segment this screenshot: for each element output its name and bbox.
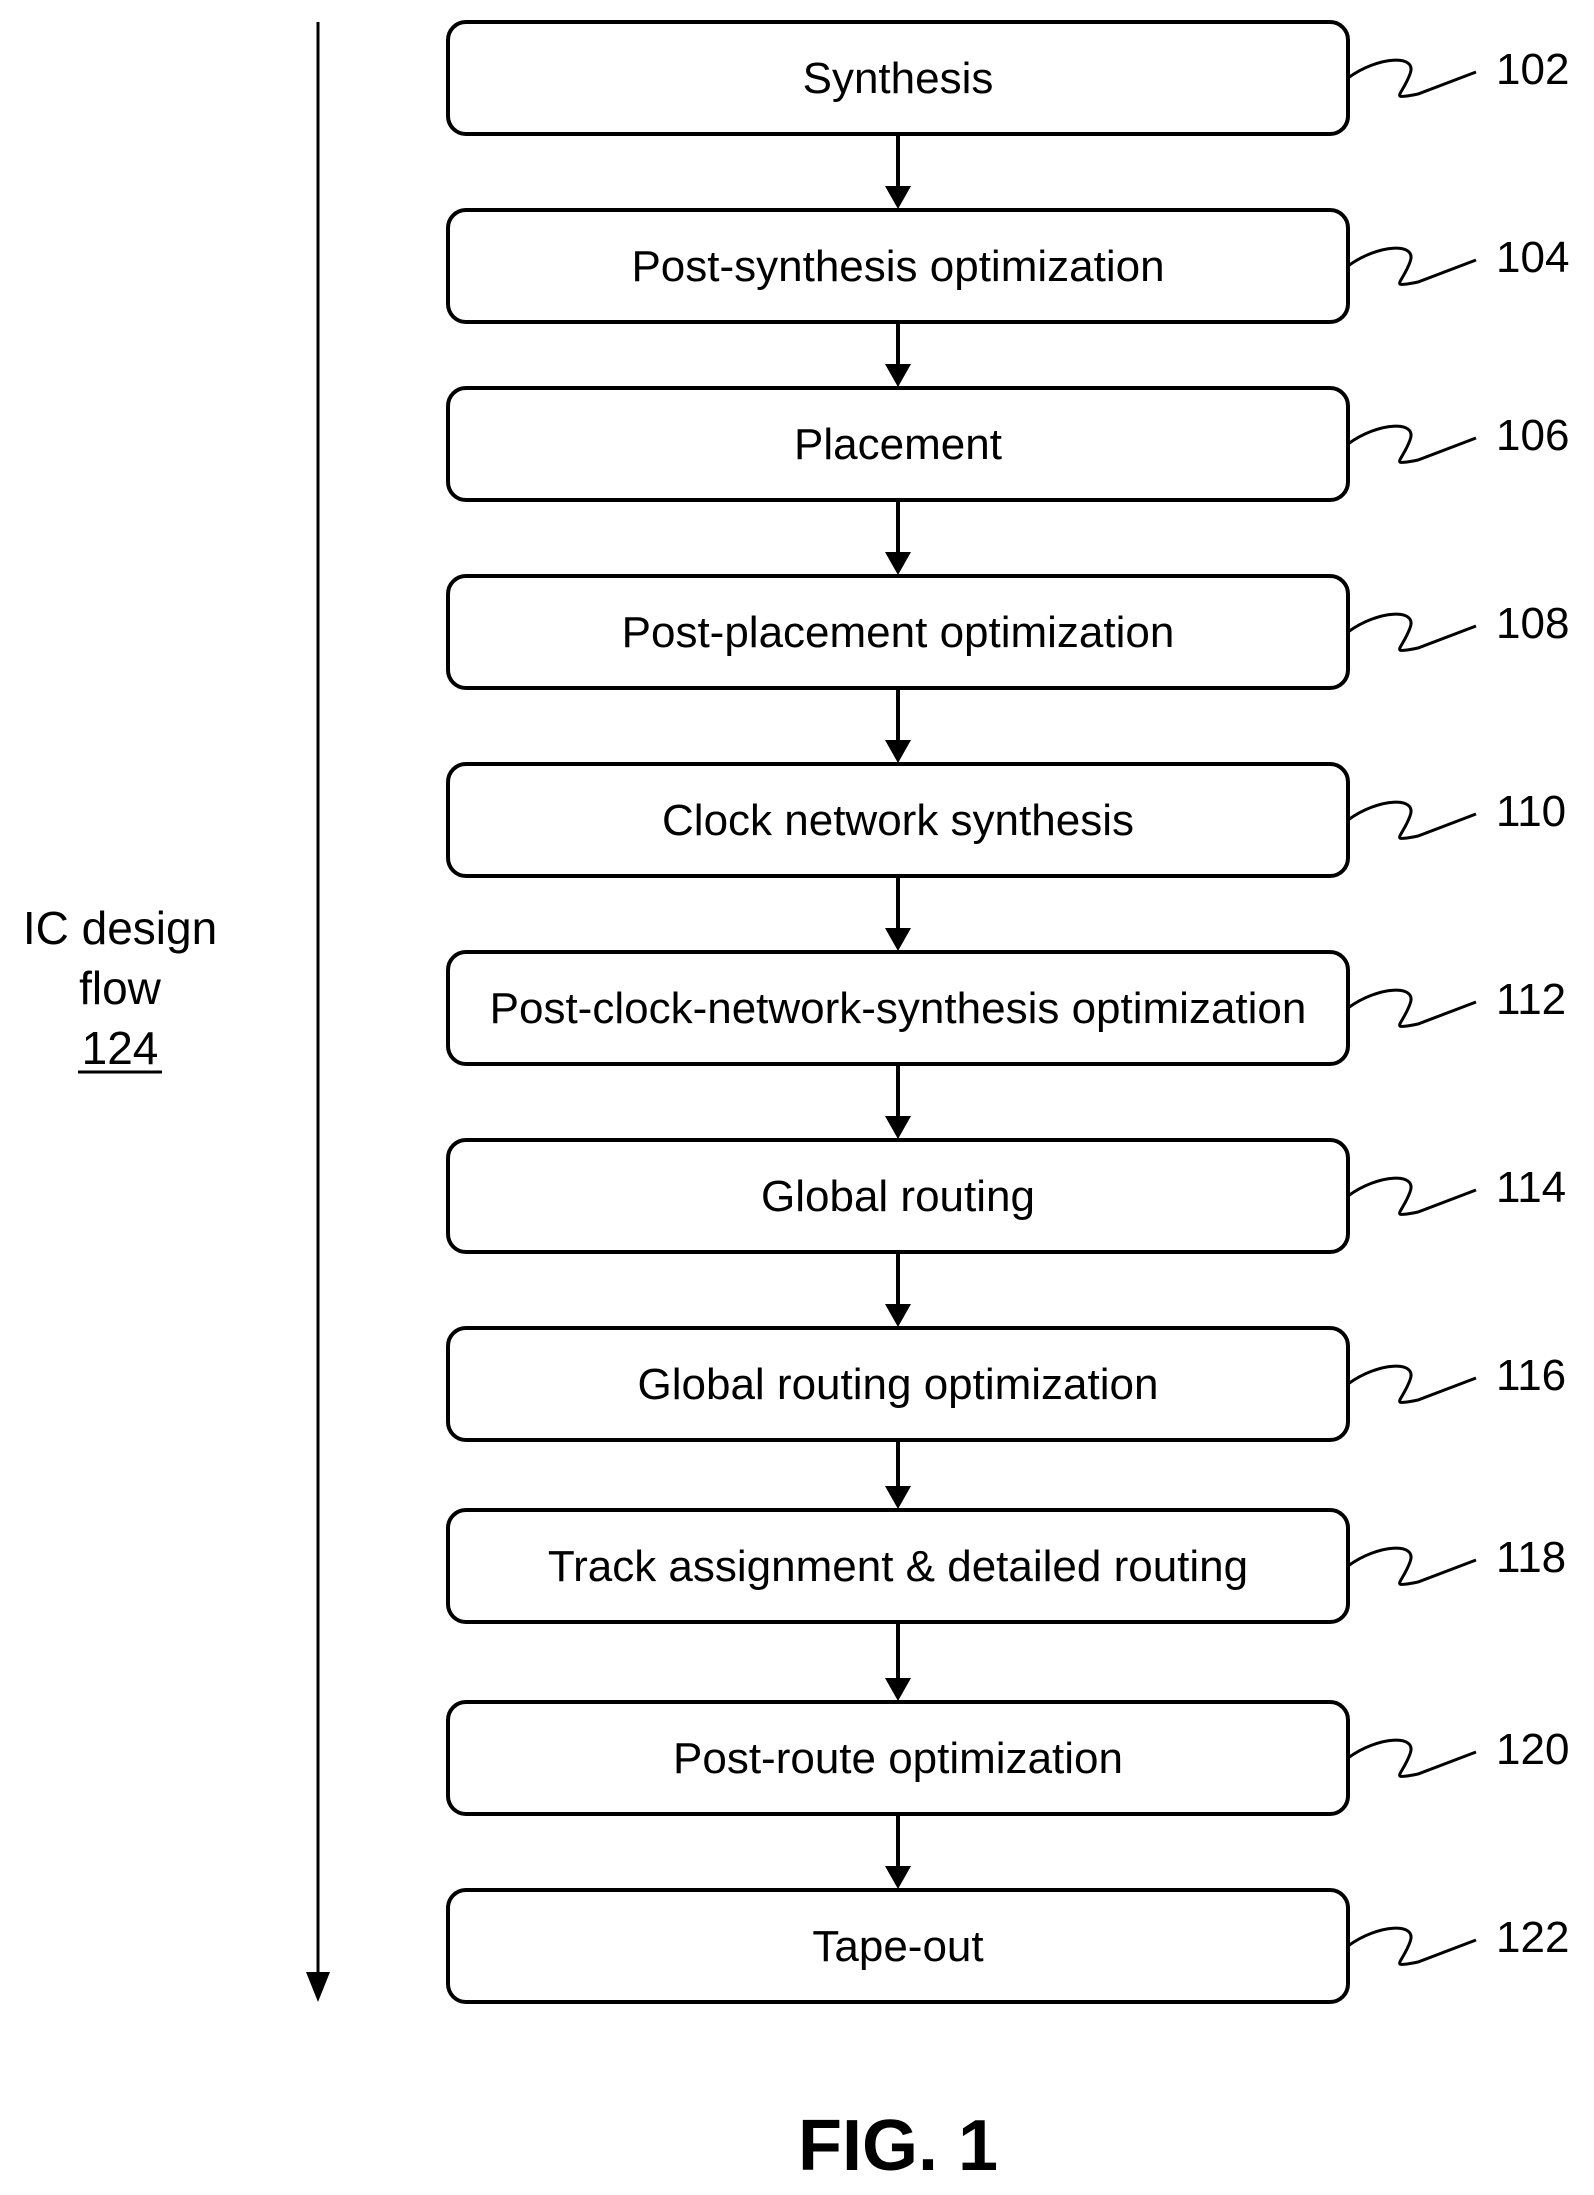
connector-arrowhead <box>885 1116 911 1139</box>
connector-arrowhead <box>885 1678 911 1701</box>
connector-arrowhead <box>885 364 911 387</box>
flow-direction-arrowhead <box>306 1972 330 2002</box>
step-leader-line <box>1348 1366 1476 1402</box>
step-leader-line <box>1348 1548 1476 1584</box>
flow-step: Tape-out 122 <box>448 1890 1569 2002</box>
flow-step: Post-clock-network-synthesis optimizatio… <box>448 952 1566 1064</box>
flow-step: Post-synthesis optimization 104 <box>448 210 1569 322</box>
step-label: Post-synthesis optimization <box>631 242 1164 291</box>
step-ref-number: 120 <box>1496 1725 1569 1774</box>
step-label: Placement <box>794 420 1002 469</box>
flow-label-line1: IC design <box>23 902 217 954</box>
connector-arrowhead <box>885 186 911 209</box>
flow-step: Post-route optimization 120 <box>448 1702 1569 1814</box>
connector-arrowhead <box>885 1486 911 1509</box>
step-ref-number: 104 <box>1496 233 1569 282</box>
step-label: Track assignment & detailed routing <box>548 1542 1248 1591</box>
steps-layer: Synthesis 102Post-synthesis optimization 1… <box>448 22 1569 2002</box>
step-leader-line <box>1348 248 1476 284</box>
connector-arrowhead <box>885 1304 911 1327</box>
flow-step: Global routing 114 <box>448 1140 1566 1252</box>
step-ref-number: 106 <box>1496 411 1569 460</box>
step-label: Synthesis <box>803 54 994 103</box>
connector-arrowhead <box>885 740 911 763</box>
step-leader-line <box>1348 426 1476 462</box>
connector-arrowhead <box>885 1866 911 1889</box>
step-leader-line <box>1348 60 1476 96</box>
step-label: Tape-out <box>812 1922 983 1971</box>
step-leader-line <box>1348 1928 1476 1964</box>
figure-label: FIG. 1 <box>798 2106 998 2186</box>
flow-step: Clock network synthesis 110 <box>448 764 1566 876</box>
connector-arrowhead <box>885 552 911 575</box>
step-ref-number: 112 <box>1496 975 1566 1024</box>
flow-label-line2: flow <box>79 962 162 1014</box>
step-label: Global routing <box>761 1172 1035 1221</box>
step-label: Clock network synthesis <box>662 796 1134 845</box>
flow-step: Post-placement optimization 108 <box>448 576 1569 688</box>
step-label: Global routing optimization <box>638 1360 1159 1409</box>
flow-step: Placement 106 <box>448 388 1569 500</box>
step-ref-number: 116 <box>1496 1351 1566 1400</box>
step-label: Post-clock-network-synthesis optimizatio… <box>490 984 1307 1033</box>
flow-step: Global routing optimization 116 <box>448 1328 1566 1440</box>
step-ref-number: 110 <box>1496 787 1566 836</box>
flow-step: Track assignment & detailed routing 118 <box>448 1510 1566 1622</box>
flow-step: Synthesis 102 <box>448 22 1569 134</box>
flow-label-ref: 124 <box>82 1022 159 1074</box>
step-ref-number: 122 <box>1496 1913 1569 1962</box>
step-leader-line <box>1348 1178 1476 1214</box>
step-label: Post-placement optimization <box>622 608 1175 657</box>
step-ref-number: 108 <box>1496 599 1569 648</box>
step-leader-line <box>1348 990 1476 1026</box>
step-leader-line <box>1348 614 1476 650</box>
step-leader-line <box>1348 802 1476 838</box>
step-ref-number: 118 <box>1496 1533 1566 1582</box>
step-label: Post-route optimization <box>673 1734 1123 1783</box>
step-leader-line <box>1348 1740 1476 1776</box>
connector-arrowhead <box>885 928 911 951</box>
step-ref-number: 102 <box>1496 45 1569 94</box>
step-ref-number: 114 <box>1496 1163 1566 1212</box>
